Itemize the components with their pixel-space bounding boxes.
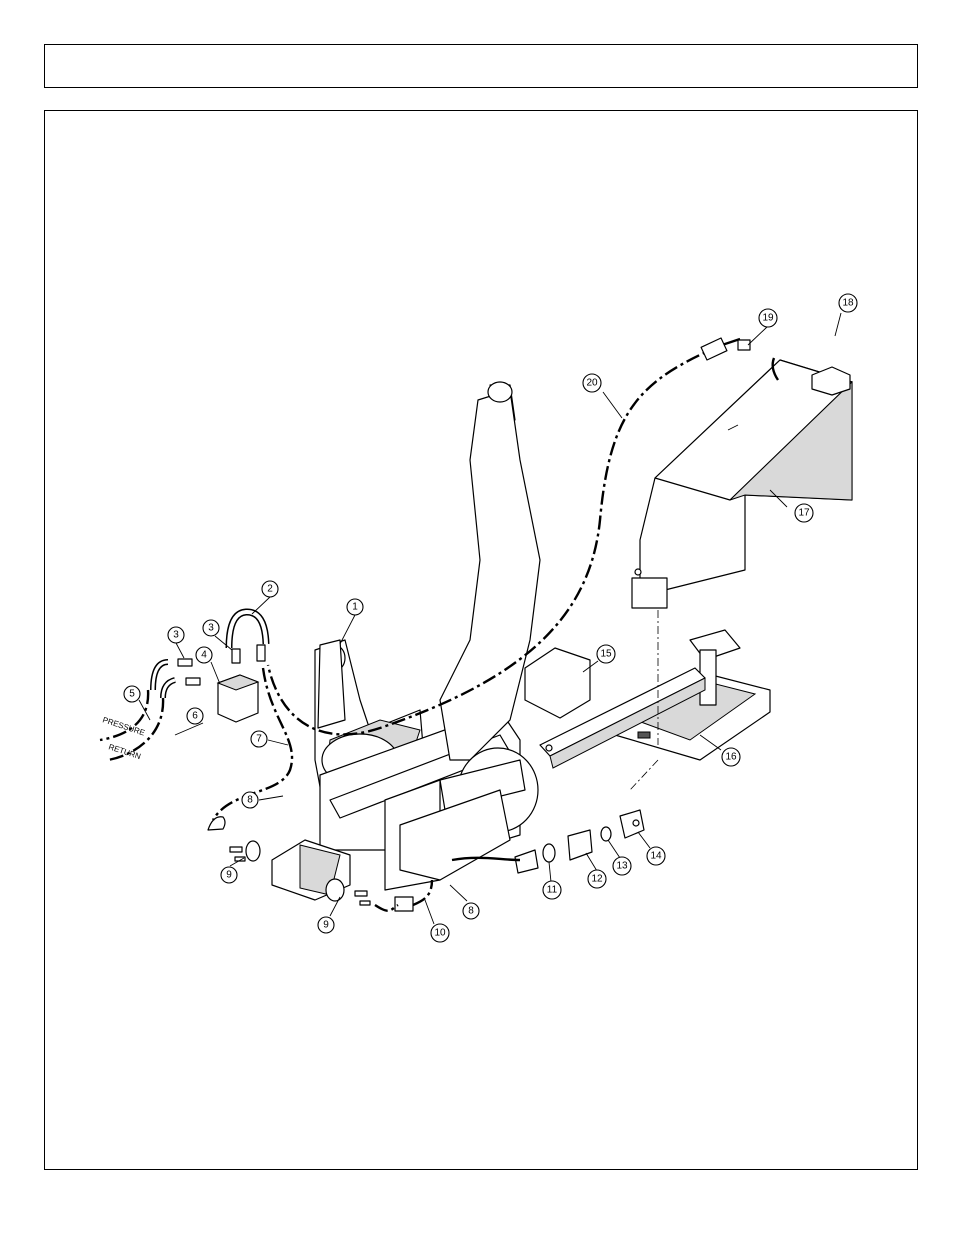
callout-3b: 3	[202, 619, 220, 637]
callout-15: 15	[596, 644, 616, 664]
callout-11-label: 11	[547, 885, 558, 896]
callout-12-label: 12	[591, 874, 603, 885]
callout-8b-label: 8	[468, 906, 474, 917]
callout-18: 18	[838, 293, 858, 313]
callout-19: 19	[758, 308, 778, 328]
callout-10: 10	[430, 923, 450, 943]
callout-9b-label: 9	[323, 920, 329, 931]
callout-10-label: 10	[434, 928, 446, 939]
assembly-centerlines	[629, 610, 659, 791]
callout-20: 20	[582, 373, 602, 393]
callout-11: 11	[542, 880, 562, 900]
callout-3b-label: 3	[208, 623, 214, 634]
callout-14-label: 14	[650, 851, 662, 862]
hydraulic-hoses	[99, 337, 751, 912]
callout-15-label: 15	[600, 649, 612, 660]
boom-mount-frame	[314, 381, 541, 891]
callout-8a: 8	[241, 791, 259, 809]
callout-4: 4	[195, 646, 213, 664]
callout-9a-label: 9	[226, 870, 232, 881]
frame-rail-bracket	[524, 647, 706, 769]
callout-2-label: 2	[267, 584, 273, 595]
callout-2: 2	[261, 580, 279, 598]
callout-5: 5	[123, 685, 141, 703]
callout-4-label: 4	[201, 650, 207, 661]
callout-14: 14	[646, 846, 666, 866]
callout-16-label: 16	[725, 752, 737, 763]
callout-13-label: 13	[616, 861, 628, 872]
suction-fittings	[514, 809, 645, 874]
callout-3a-label: 3	[173, 630, 179, 641]
callout-19-label: 19	[762, 313, 774, 324]
hydraulic-tank	[631, 357, 853, 609]
callout-16: 16	[721, 747, 741, 767]
tank-mount-tray	[614, 629, 771, 761]
callout-13: 13	[612, 856, 632, 876]
callout-1-label: 1	[352, 602, 358, 613]
callout-9a: 9	[220, 866, 238, 884]
valve-block-assembly	[150, 608, 270, 723]
callout-8a-label: 8	[247, 795, 253, 806]
callout-17-label: 17	[798, 508, 810, 519]
callout-1: 1	[346, 598, 364, 616]
callout-7-label: 7	[256, 734, 262, 745]
pump-motor-assembly	[207, 816, 414, 912]
callout-7: 7	[250, 730, 268, 748]
callout-17: 17	[794, 503, 814, 523]
callout-5-label: 5	[129, 689, 135, 700]
callout-6-label: 6	[192, 711, 198, 722]
callout-3a: 3	[167, 626, 185, 644]
header-box	[44, 44, 918, 88]
callout-9b: 9	[317, 916, 335, 934]
diagram-frame	[44, 110, 918, 1170]
callout-20-label: 20	[586, 378, 598, 389]
callout-12: 12	[587, 869, 607, 889]
pressure-line-label: PRESSURE	[101, 715, 146, 737]
callout-8b: 8	[462, 902, 480, 920]
callout-6: 6	[186, 707, 204, 725]
callout-18-label: 18	[842, 298, 854, 309]
callout-leaders	[138, 312, 842, 925]
